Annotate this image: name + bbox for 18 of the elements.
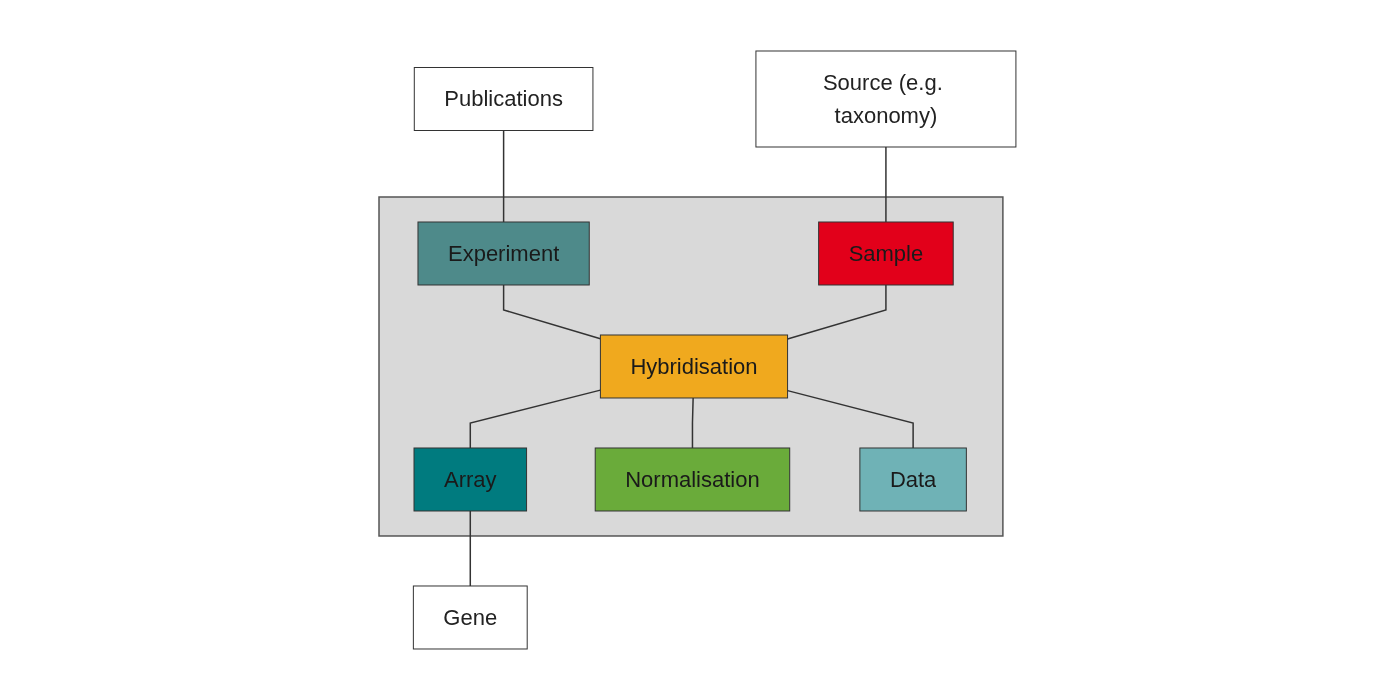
node-box: Publications (413, 66, 594, 131)
node-box: Sample (818, 221, 954, 285)
connector (502, 129, 505, 223)
node-box: Hybridisation (599, 334, 789, 398)
cluster (378, 195, 1004, 537)
node-box: Experiment (417, 221, 590, 285)
connector (885, 145, 887, 223)
node-box: Normalisation (594, 447, 791, 511)
node-box: Gene (412, 585, 528, 649)
node-box: Array (413, 447, 528, 511)
connector (786, 283, 887, 340)
connector (502, 283, 602, 339)
connector (691, 396, 694, 449)
connector (786, 389, 914, 449)
connector (469, 509, 472, 587)
node-box: Source (e.g. taxonomy) (755, 50, 1017, 147)
connector (469, 388, 602, 449)
node-box: Data (859, 447, 967, 511)
